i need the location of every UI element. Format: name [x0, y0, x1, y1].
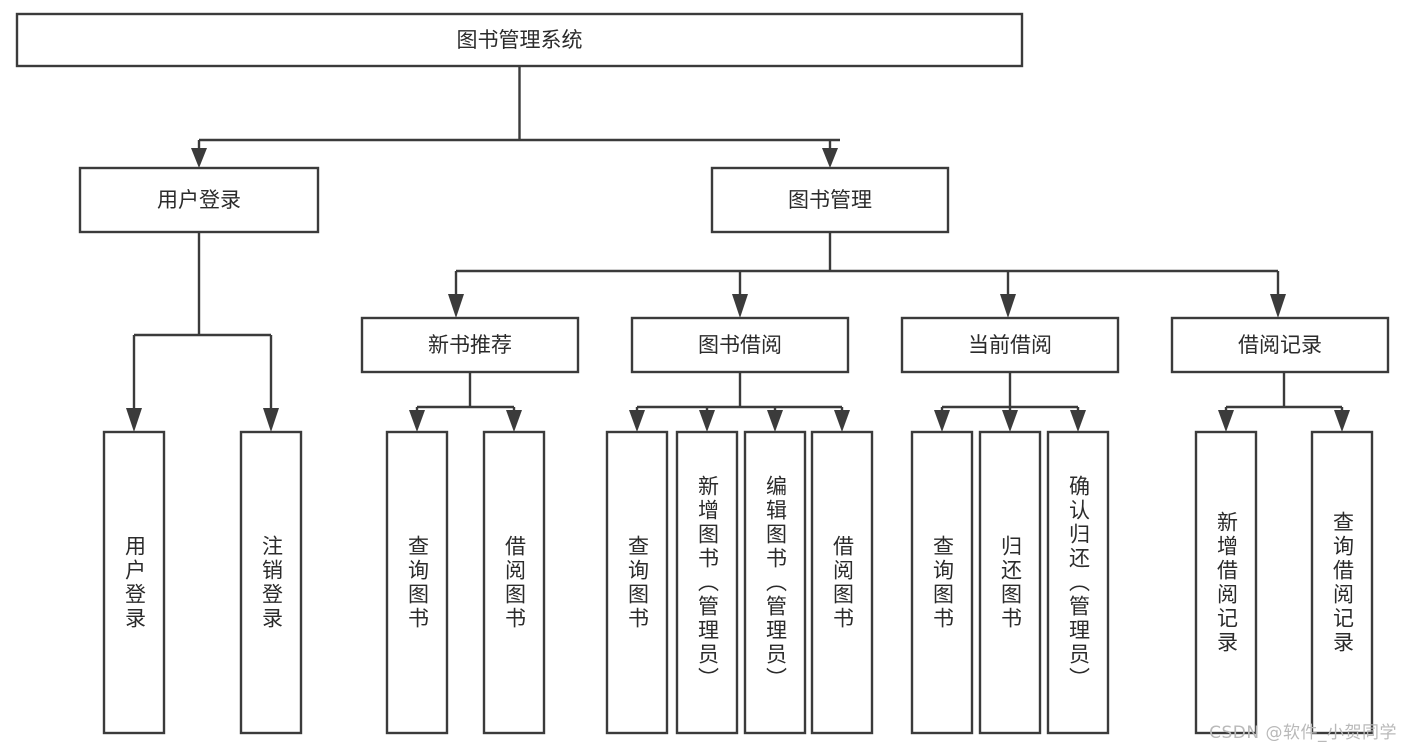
- arrowhead-leaf-user-logout: [263, 408, 279, 432]
- node-book-borrow-box[interactable]: [630, 316, 850, 374]
- arrowhead-leaf-borrow-do: [834, 410, 850, 432]
- node-leaf-borrow-edit-box[interactable]: [743, 430, 807, 735]
- arrowhead-leaf-cur-query: [934, 410, 950, 432]
- node-book-manage[interactable]: 图书管理: [710, 166, 950, 234]
- arrowhead-book-borrow: [732, 294, 748, 318]
- node-leaf-cur-query-box[interactable]: [910, 430, 974, 735]
- arrowhead-user-login: [191, 148, 207, 168]
- node-current-borrow-label: 当前借阅: [968, 333, 1052, 357]
- node-leaf-cur-confirm-box[interactable]: [1046, 430, 1110, 735]
- node-root-box[interactable]: [15, 12, 1024, 68]
- arrowhead-leaf-cur-confirm: [1070, 410, 1086, 432]
- node-current-borrow-box[interactable]: [900, 316, 1120, 374]
- node-leaf-user-logout-box[interactable]: [239, 430, 303, 735]
- arrowhead-leaf-user-login: [126, 408, 142, 432]
- node-user-login-label: 用户登录: [157, 188, 241, 212]
- node-book-borrow[interactable]: 图书借阅: [630, 316, 850, 374]
- arrowhead-leaf-rec-query: [409, 410, 425, 432]
- csdn-watermark: CSDN @软件_小贺同学: [1209, 723, 1397, 743]
- node-borrow-record[interactable]: 借阅记录: [1170, 316, 1390, 374]
- node-leaf-rec-borrow-box[interactable]: [482, 430, 546, 735]
- connector-group: [126, 66, 1350, 432]
- node-leaf-rec-query-box[interactable]: [385, 430, 449, 735]
- node-leaf-borrow-add-box[interactable]: [675, 430, 739, 735]
- node-user-login-box[interactable]: [78, 166, 320, 234]
- node-book-borrow-label: 图书借阅: [698, 333, 782, 357]
- node-new-book-rec-label: 新书推荐: [428, 333, 512, 357]
- node-leaf-borrow-query-box[interactable]: [605, 430, 669, 735]
- node-user-login[interactable]: 用户登录: [78, 166, 320, 234]
- arrowhead-leaf-rec-search: [1334, 410, 1350, 432]
- node-current-borrow[interactable]: 当前借阅: [900, 316, 1120, 374]
- arrowhead-leaf-borrow-edit: [767, 410, 783, 432]
- node-leaf-rec-add-box[interactable]: [1194, 430, 1258, 735]
- arrowhead-current-borrow: [1000, 294, 1016, 318]
- arrowhead-borrow-record: [1270, 294, 1286, 318]
- arrowhead-leaf-borrow-add: [699, 410, 715, 432]
- node-borrow-record-box[interactable]: [1170, 316, 1390, 374]
- arrowhead-leaf-cur-return: [1002, 410, 1018, 432]
- arrowhead-leaf-borrow-query: [629, 410, 645, 432]
- node-new-book-rec[interactable]: 新书推荐: [360, 316, 580, 374]
- node-borrow-record-label: 借阅记录: [1238, 333, 1322, 357]
- node-leaf-user-login-box[interactable]: [102, 430, 166, 735]
- node-leaf-borrow-do-box[interactable]: [810, 430, 874, 735]
- node-leaf-cur-return-box[interactable]: [978, 430, 1042, 735]
- node-leaf-rec-search-box[interactable]: [1310, 430, 1374, 735]
- node-root-label: 图书管理系统: [457, 28, 583, 52]
- node-book-manage-label: 图书管理: [788, 188, 872, 212]
- node-book-manage-box[interactable]: [710, 166, 950, 234]
- arrowhead-new-book-rec: [448, 294, 464, 318]
- arrowhead-book-manage: [822, 148, 838, 168]
- leaf-box-group: [102, 430, 1374, 735]
- node-new-book-rec-box[interactable]: [360, 316, 580, 374]
- arrowhead-leaf-rec-add: [1218, 410, 1234, 432]
- arrowhead-leaf-rec-borrow: [506, 410, 522, 432]
- node-root[interactable]: 图书管理系统: [15, 12, 1024, 68]
